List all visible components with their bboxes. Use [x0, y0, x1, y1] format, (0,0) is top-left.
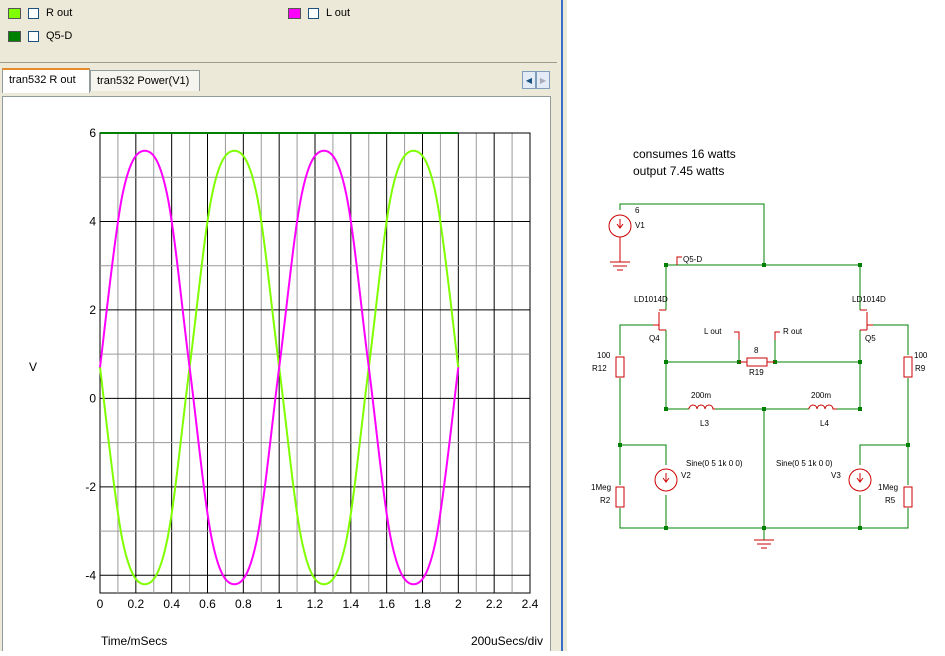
x-tick-label: 0.8 — [235, 597, 252, 611]
probe-q5-d-label: Q5-D — [683, 255, 702, 264]
legend-checkbox-l-out[interactable] — [308, 7, 319, 19]
splitter-line — [561, 0, 563, 651]
v3-name: V3 — [831, 471, 841, 480]
r19-value: 8 — [754, 346, 759, 355]
triangle-right-icon: ▶ — [539, 76, 547, 85]
r12-value: 100 — [597, 351, 611, 360]
r5-value: 1Meg — [878, 483, 898, 492]
legend-separator — [0, 62, 557, 63]
triangle-left-icon: ◀ — [525, 76, 533, 85]
x-tick-label: 0 — [97, 597, 104, 611]
series-line-l-out[interactable] — [99, 149, 460, 586]
legend-item-q5-d[interactable]: Q5-D — [8, 30, 72, 42]
plot-area[interactable]: 0 0.2 0.4 0.6 0.8 1 1.2 1.4 1.6 1.8 2 2.2 2.4 -4 -2 0 2 4… — [2, 96, 551, 651]
l3-name: L3 — [700, 419, 709, 428]
wires — [619, 203, 909, 540]
tab-scroll-left-button[interactable]: ◀ — [522, 71, 536, 89]
legend-swatch-r-out[interactable] — [8, 7, 21, 19]
probe-l-out-label: L out — [704, 327, 722, 336]
y-tick-label: 2 — [89, 303, 96, 317]
r9-value: 100 — [914, 351, 928, 360]
x-tick-label: 0.6 — [199, 597, 216, 611]
y-tick-label: -2 — [85, 480, 96, 494]
legend-label: L out — [326, 7, 351, 19]
ground-icon — [754, 539, 774, 549]
x-tick-label: 1.8 — [414, 597, 431, 611]
q4-name: Q4 — [649, 334, 660, 343]
legend-checkbox-q5-d[interactable] — [28, 30, 39, 42]
probe-q5-d-icon[interactable] — [676, 256, 682, 265]
legend-item-l-out[interactable]: L out — [288, 7, 350, 19]
x-tick-label: 1.4 — [342, 597, 359, 611]
y-tick-label: 4 — [89, 214, 96, 228]
graph-window: R out Q5-D L out tran532 R out tran532 P… — [0, 0, 557, 651]
legend-swatch-l-out[interactable] — [288, 7, 301, 19]
l4-value: 200m — [811, 391, 831, 400]
tab-scroll-right-button[interactable]: ▶ — [536, 71, 550, 89]
schematic-canvas[interactable]: consumes 16 watts output 7.45 watts — [567, 0, 945, 651]
v2-source[interactable] — [654, 468, 678, 492]
legend-label: R out — [46, 7, 73, 19]
v1-source[interactable] — [608, 214, 632, 271]
probe-r-out-icon[interactable] — [774, 331, 780, 340]
power-output-note: output 7.45 watts — [633, 164, 724, 178]
v3-value: Sine(0 5 1k 0 0) — [776, 459, 833, 468]
x-tick-label: 2 — [455, 597, 462, 611]
probe-l-out-icon[interactable] — [734, 331, 740, 340]
x-tick-label: 1.2 — [307, 597, 324, 611]
probe-r-out-label: R out — [783, 327, 803, 336]
r2-name: R2 — [600, 496, 611, 505]
legend-item-r-out[interactable]: R out — [8, 7, 72, 19]
v1-value: 6 — [635, 206, 640, 215]
r2-resistor[interactable] — [615, 486, 625, 508]
q4-transistor[interactable] — [653, 309, 666, 331]
y-tick-label: 0 — [89, 391, 96, 405]
l4-inductor[interactable] — [808, 404, 837, 410]
y-tick-label: 6 — [89, 126, 96, 140]
power-consumption-note: consumes 16 watts — [633, 147, 736, 161]
r9-name: R9 — [915, 364, 926, 373]
l3-inductor[interactable] — [688, 404, 715, 410]
q5-name: Q5 — [865, 334, 876, 343]
r5-name: R5 — [885, 496, 896, 505]
y-tick-label: -4 — [85, 568, 96, 582]
y-axis-unit-label: V — [29, 360, 37, 374]
r12-resistor[interactable] — [615, 356, 625, 378]
x-tick-label: 1.6 — [378, 597, 395, 611]
tab-tran532-r-out[interactable]: tran532 R out — [2, 68, 90, 93]
r19-name: R19 — [749, 368, 764, 377]
l4-name: L4 — [820, 419, 829, 428]
v2-value: Sine(0 5 1k 0 0) — [686, 459, 743, 468]
q5-model: LD1014D — [852, 295, 886, 304]
x-axis-label: Time/mSecs — [101, 634, 167, 648]
x-tick-label: 2.2 — [486, 597, 503, 611]
r5-resistor[interactable] — [903, 486, 913, 508]
x-scale-label: 200uSecs/div — [471, 634, 543, 648]
q4-model: LD1014D — [634, 295, 668, 304]
l3-value: 200m — [691, 391, 711, 400]
v2-name: V2 — [681, 471, 691, 480]
x-tick-label: 0.2 — [127, 597, 144, 611]
r2-value: 1Meg — [591, 483, 611, 492]
legend-panel: R out Q5-D L out — [0, 0, 557, 62]
waveform-chart[interactable]: 0 0.2 0.4 0.6 0.8 1 1.2 1.4 1.6 1.8 2 2.2 2.4 -4 -2 0 2 4… — [3, 97, 550, 652]
x-tick-label: 1 — [276, 597, 283, 611]
legend-checkbox-r-out[interactable] — [28, 7, 39, 19]
legend-swatch-q5-d[interactable] — [8, 30, 21, 42]
legend-label: Q5-D — [46, 30, 73, 42]
tab-bar: tran532 R out tran532 Power(V1) ◀ ▶ — [0, 68, 557, 94]
x-tick-label: 2.4 — [522, 597, 539, 611]
r12-name: R12 — [592, 364, 607, 373]
schematic-panel[interactable]: consumes 16 watts output 7.45 watts — [567, 0, 945, 651]
r9-resistor[interactable] — [903, 356, 913, 378]
v3-source[interactable] — [848, 468, 872, 492]
x-tick-label: 0.4 — [163, 597, 180, 611]
q5-transistor[interactable] — [860, 309, 873, 331]
tab-tran532-power-v1[interactable]: tran532 Power(V1) — [90, 70, 200, 91]
v1-name: V1 — [635, 221, 645, 230]
r19-resistor[interactable] — [739, 357, 775, 367]
